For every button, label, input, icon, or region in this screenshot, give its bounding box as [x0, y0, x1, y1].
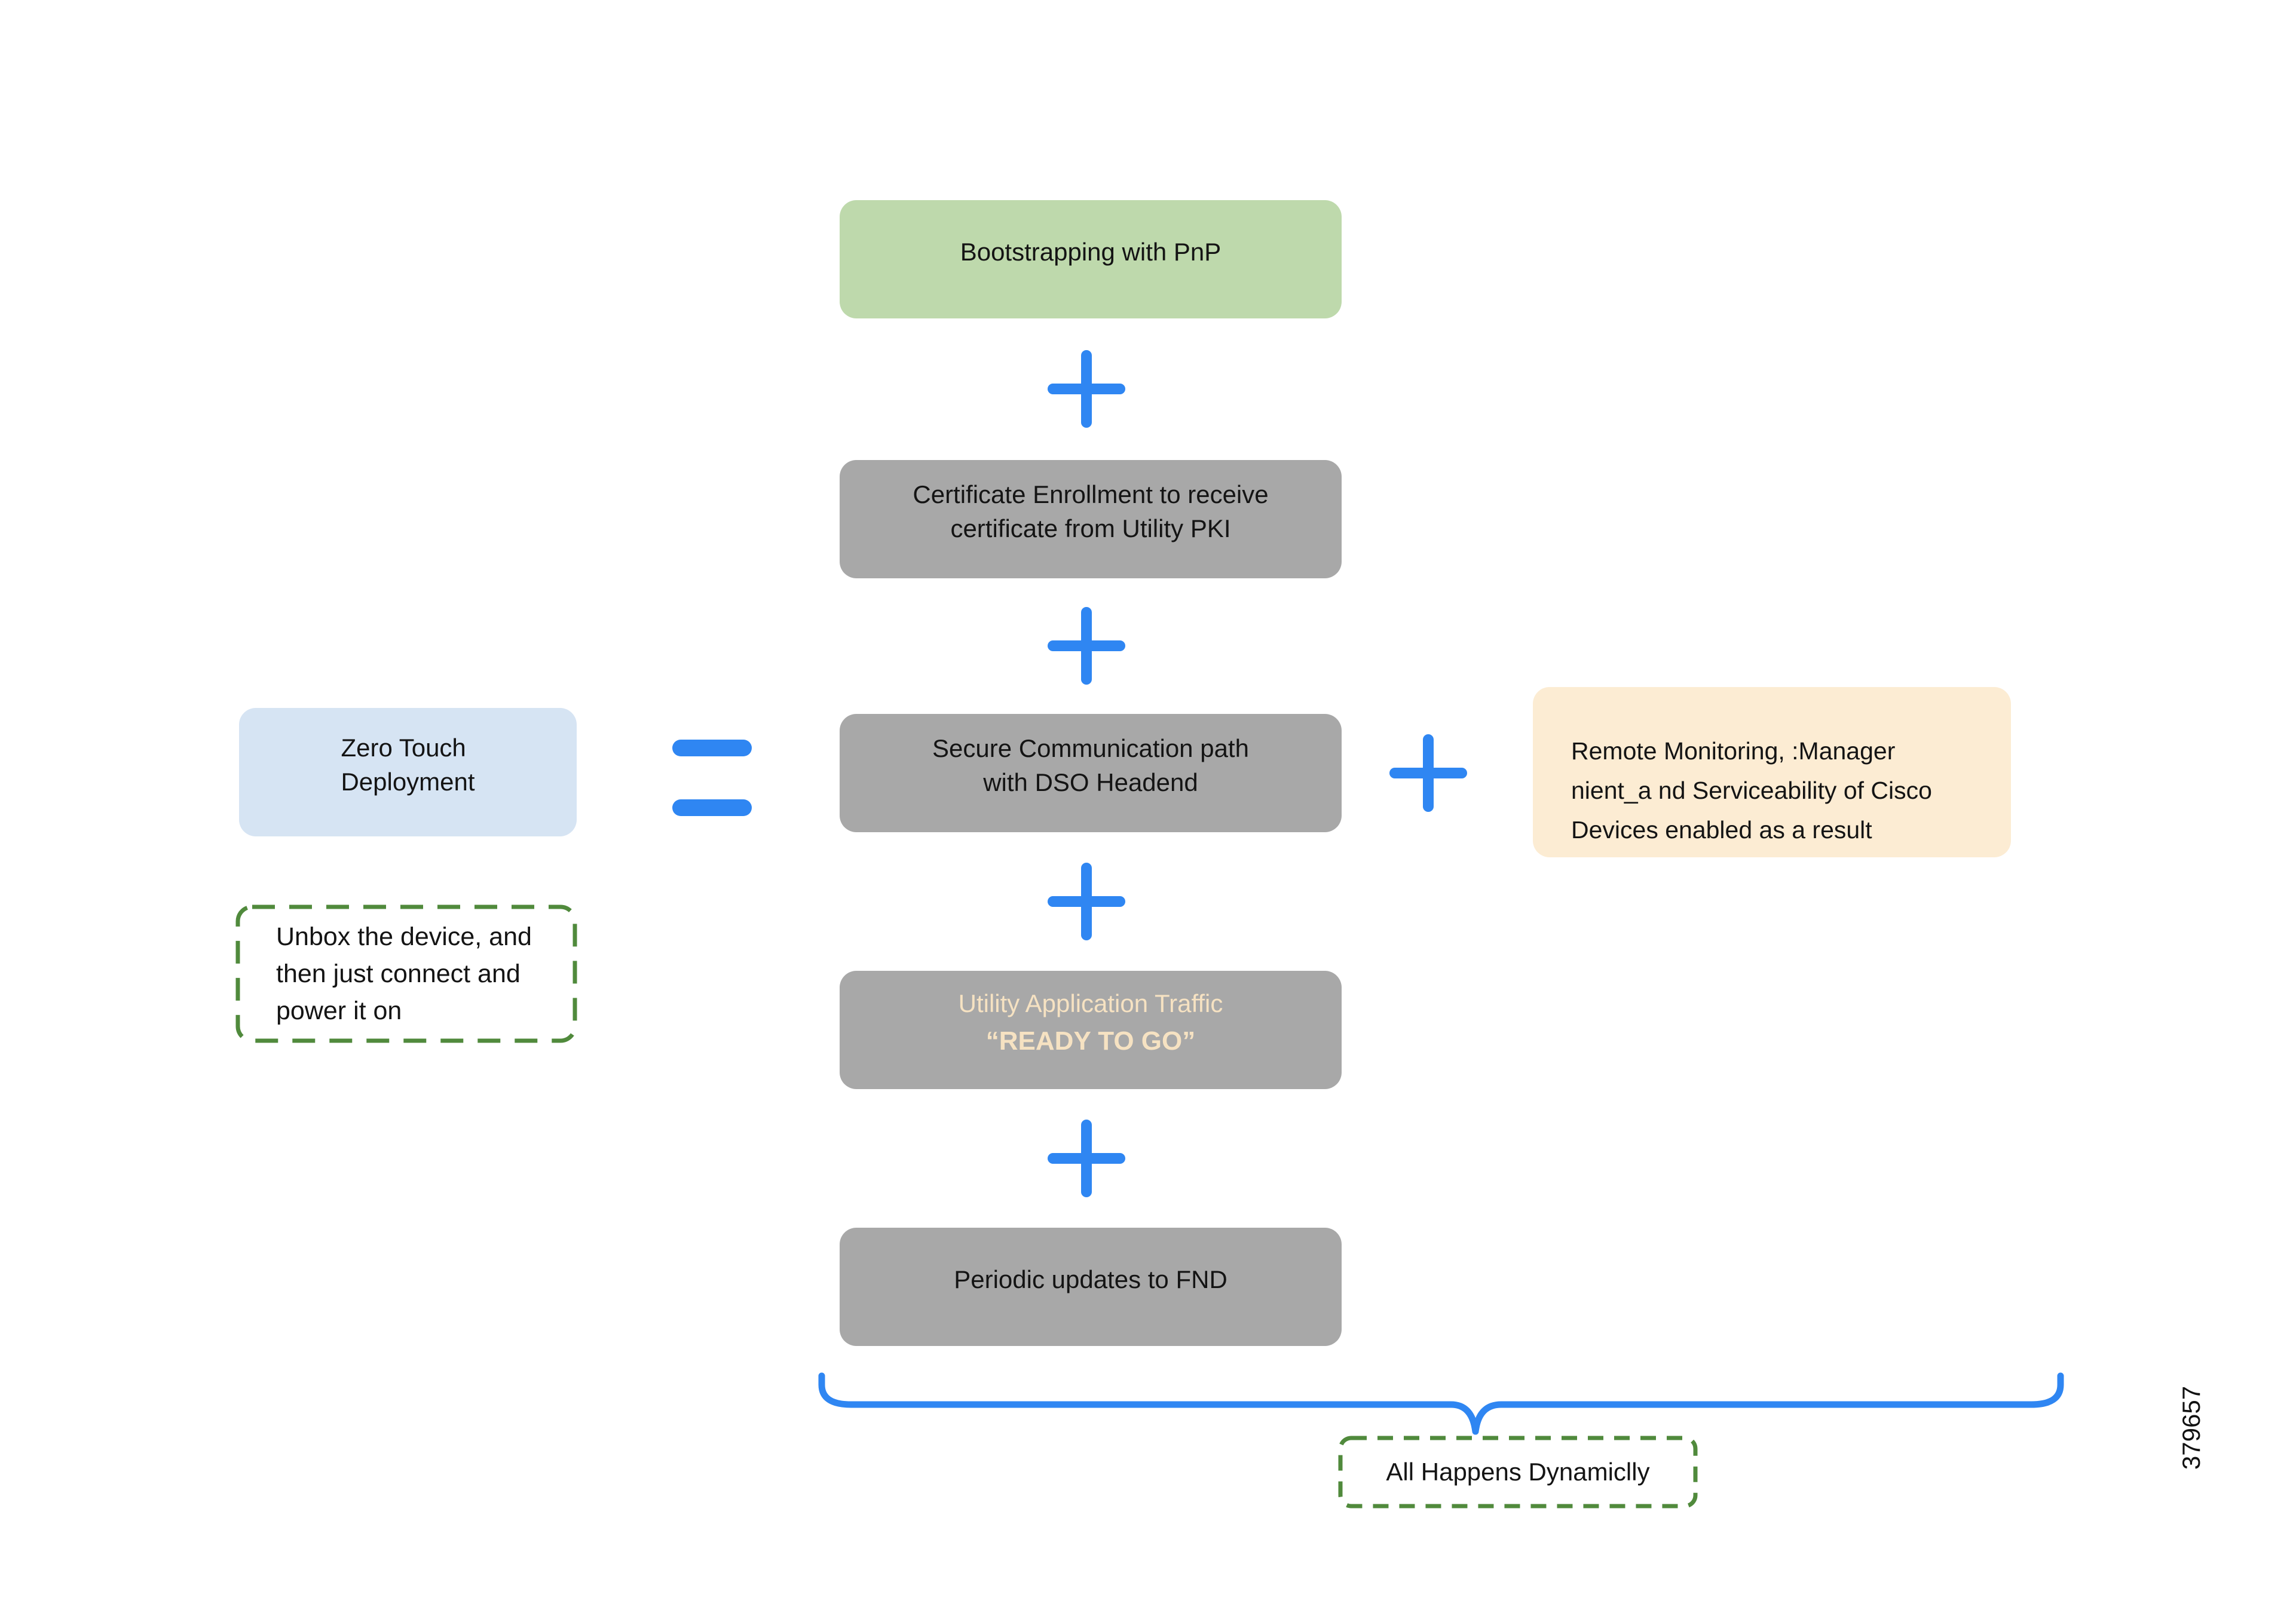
unbox-note: Unbox the device, and then just connect … — [276, 922, 532, 1025]
zero-touch-deployment-box: Zero Touch Deployment — [239, 708, 577, 836]
utility-application-traffic-box: Utility Application Traffic “READY TO GO… — [840, 971, 1342, 1089]
figure-number: 379657 — [2177, 1385, 2205, 1470]
dynamic-note-dashed-border — [1338, 1436, 1698, 1508]
plus-icon — [1048, 607, 1125, 685]
plus-icon — [1048, 350, 1125, 428]
curly-brace-right-half — [1472, 1372, 2064, 1435]
certificate-enrollment-box: Certificate Enrollment to receive certif… — [840, 460, 1342, 578]
unbox-note-dashed-border — [235, 904, 577, 1043]
plus-icon — [1048, 1120, 1125, 1197]
ready-to-go-label: “READY TO GO” — [985, 1026, 1196, 1056]
secure-communication-box: Secure Communication path with DSO Heade… — [840, 714, 1342, 832]
curly-brace-left-half — [818, 1372, 1479, 1435]
utility-application-traffic-label: Utility Application Traffic — [958, 989, 1223, 1017]
plus-icon — [1389, 734, 1467, 812]
remote-monitoring-outcome-box: Remote Monitoring, :Manager nient_a nd S… — [1533, 687, 2011, 857]
zero-touch-deployment-label: Zero Touch Deployment — [341, 733, 475, 796]
periodic-updates-box: Periodic updates to FND — [840, 1228, 1342, 1346]
all-happens-dynamically-note: All Happens Dynamiclly — [1386, 1458, 1650, 1486]
equals-icon — [672, 740, 752, 816]
bootstrapping-box: Bootstrapping with PnP — [840, 200, 1342, 318]
plus-icon — [1048, 863, 1125, 940]
